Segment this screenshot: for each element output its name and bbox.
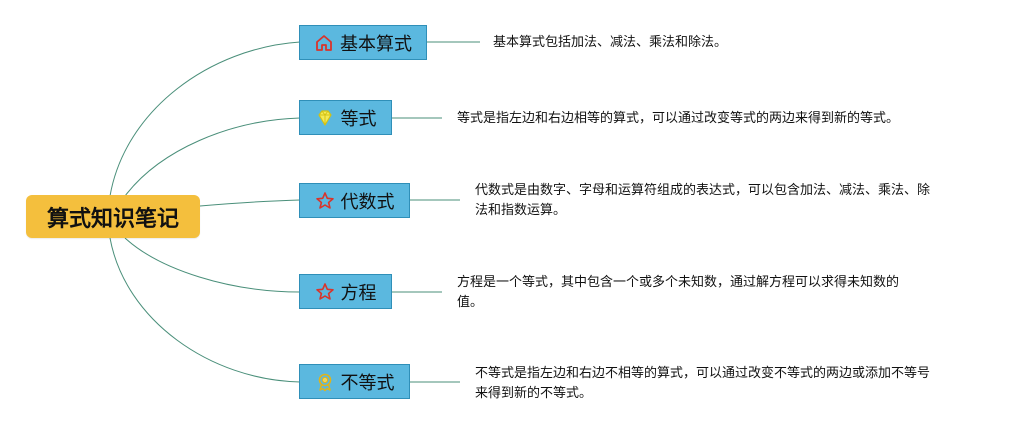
connector-root-to-basic bbox=[109, 41, 301, 197]
star-icon bbox=[315, 282, 335, 302]
description-equation: 等式是指左边和右边相等的算式，可以通过改变等式的两边来得到新的等式。 bbox=[457, 109, 1017, 129]
description-basic: 基本算式包括加法、减法、乘法和除法。 bbox=[493, 33, 813, 53]
branch-node-inequality[interactable]: 不等式 bbox=[299, 364, 410, 399]
house-icon bbox=[314, 33, 334, 53]
description-line: 不等式是指左边和右边不相等的算式，可以通过改变不等式的两边或添加不等号 bbox=[475, 366, 931, 381]
connector-root-to-equation bbox=[124, 117, 301, 197]
award-icon bbox=[315, 372, 335, 392]
root-node[interactable]: 算式知识笔记 bbox=[26, 195, 200, 238]
description-line: 法和指数运算。 bbox=[475, 203, 567, 218]
connector-root-to-formula bbox=[124, 237, 301, 293]
branch-node-algebra[interactable]: 代数式 bbox=[299, 183, 410, 218]
description-line: 代数式是由数字、字母和运算符组成的表达式，可以包含加法、减法、乘法、除 bbox=[475, 183, 931, 198]
branch-label: 方程 bbox=[340, 282, 377, 304]
description-line: 等式是指左边和右边相等的算式，可以通过改变等式的两边来得到新的等式。 bbox=[457, 111, 900, 126]
branch-label: 不等式 bbox=[340, 372, 395, 394]
branch-label: 等式 bbox=[340, 108, 377, 130]
description-line: 来得到新的不等式。 bbox=[475, 386, 593, 401]
description-algebra: 代数式是由数字、字母和运算符组成的表达式，可以包含加法、减法、乘法、除 法和指数… bbox=[475, 181, 1020, 221]
connector-root-to-algebra bbox=[199, 199, 301, 207]
branch-node-formula[interactable]: 方程 bbox=[299, 274, 392, 309]
branch-node-basic[interactable]: 基本算式 bbox=[299, 25, 427, 60]
description-line: 基本算式包括加法、减法、乘法和除法。 bbox=[493, 35, 728, 50]
root-label: 算式知识笔记 bbox=[46, 206, 179, 232]
description-line: 方程是一个等式，其中包含一个或多个未知数，通过解方程可以求得未知数的 bbox=[457, 275, 900, 290]
description-inequality: 不等式是指左边和右边不相等的算式，可以通过改变不等式的两边或添加不等号 来得到新… bbox=[475, 364, 1020, 404]
connector-root-to-inequality bbox=[109, 237, 301, 383]
star-icon bbox=[315, 191, 335, 211]
branch-label: 代数式 bbox=[340, 191, 395, 213]
diamond-icon bbox=[315, 108, 335, 128]
branch-node-equation[interactable]: 等式 bbox=[299, 100, 392, 135]
description-formula: 方程是一个等式，其中包含一个或多个未知数，通过解方程可以求得未知数的 值。 bbox=[457, 273, 1002, 313]
description-line: 值。 bbox=[457, 295, 484, 310]
branch-label: 基本算式 bbox=[340, 33, 412, 55]
